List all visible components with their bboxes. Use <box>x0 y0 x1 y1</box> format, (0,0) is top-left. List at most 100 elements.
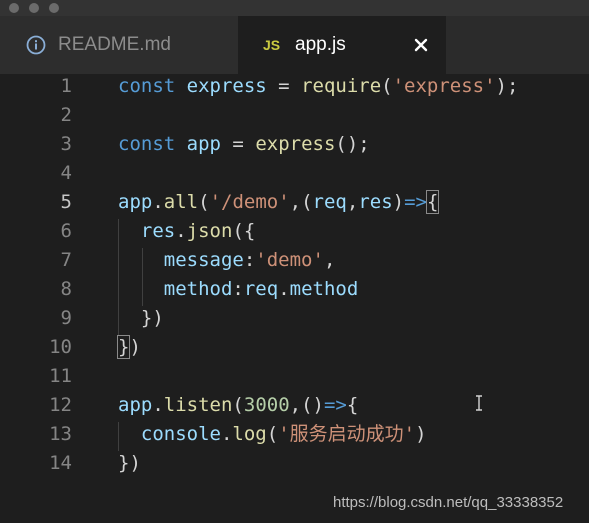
code-token <box>175 75 186 97</box>
code-line[interactable]: const express = require('express'); <box>118 72 518 101</box>
code-line[interactable]: app.all('/demo',(req,res)=>{ <box>118 188 440 217</box>
code-token <box>118 220 141 242</box>
code-token: ) <box>415 423 427 445</box>
code-token: req <box>243 278 279 300</box>
code-token: }) <box>118 452 141 474</box>
code-token: express <box>255 133 336 155</box>
line-number: 14 <box>49 452 72 474</box>
code-token: json <box>186 220 233 242</box>
line-number: 8 <box>60 278 72 300</box>
code-line[interactable]: res.json({ <box>118 217 255 246</box>
line-number: 12 <box>49 394 72 416</box>
code-token: ( <box>381 75 393 97</box>
editor-tab-bar: README.md JS app.js <box>0 16 589 74</box>
code-token: => <box>404 191 427 213</box>
tab-readme[interactable]: README.md <box>0 16 238 74</box>
indent-guide <box>142 248 143 306</box>
code-token: ) <box>129 336 141 358</box>
close-icon[interactable] <box>414 38 428 52</box>
code-token: ,( <box>289 191 313 213</box>
code-token <box>175 133 186 155</box>
line-number: 6 <box>60 220 72 242</box>
line-number: 13 <box>49 423 72 445</box>
code-token: '/demo' <box>209 191 290 213</box>
code-token: . <box>278 278 290 300</box>
code-token <box>118 423 141 445</box>
line-number: 4 <box>60 162 72 184</box>
code-line[interactable]: message:'demo', <box>118 246 336 275</box>
tab-app-js[interactable]: JS app.js <box>238 16 446 74</box>
code-token: ({ <box>232 220 256 242</box>
line-number: 9 <box>60 307 72 329</box>
code-token: { <box>346 394 359 416</box>
info-icon <box>26 35 46 55</box>
code-line[interactable]: }) <box>116 333 141 362</box>
code-token: const <box>118 75 176 97</box>
code-token: }) <box>118 307 164 329</box>
code-token: method <box>289 278 359 300</box>
code-token <box>118 278 164 300</box>
code-token: ( <box>232 394 244 416</box>
code-token: , <box>346 191 359 213</box>
code-line[interactable]: }) <box>118 449 141 478</box>
code-token: ( <box>266 423 279 445</box>
code-token: . <box>220 423 233 445</box>
code-line[interactable]: app.listen(3000,()=>{ <box>118 391 358 420</box>
window-maximize-dot[interactable] <box>49 3 59 13</box>
code-token: , <box>323 249 336 271</box>
code-token: app <box>186 133 221 155</box>
tab-app-js-label: app.js <box>295 34 346 55</box>
code-token <box>118 249 164 271</box>
code-token: app <box>118 191 153 213</box>
line-number: 3 <box>60 133 72 155</box>
code-token: res <box>140 220 176 242</box>
code-token: express <box>186 75 267 97</box>
text-cursor-icon <box>476 395 482 411</box>
line-number: 5 <box>60 191 72 213</box>
code-line[interactable]: const app = express(); <box>118 130 370 159</box>
line-number: 11 <box>49 365 72 387</box>
line-number: 7 <box>60 249 72 271</box>
code-token: (); <box>335 133 370 155</box>
code-token: ); <box>495 75 519 97</box>
window-titlebar <box>0 0 589 16</box>
code-token: ) <box>392 191 405 213</box>
code-token: : <box>232 278 244 300</box>
matching-bracket: { <box>425 190 440 214</box>
watermark-url: https://blog.csdn.net/qq_33338352 <box>333 494 564 511</box>
code-token: . <box>152 394 164 416</box>
code-token: 'express' <box>392 75 496 97</box>
code-token: 'demo' <box>255 249 324 271</box>
code-token: : <box>243 249 256 271</box>
code-token: 3000 <box>243 394 290 416</box>
code-line[interactable]: method:req.method <box>118 275 359 304</box>
code-token: ,() <box>289 394 324 416</box>
matching-bracket: } <box>116 335 131 359</box>
code-token: console <box>140 423 221 445</box>
indent-guide <box>118 219 119 335</box>
code-token: app <box>118 394 153 416</box>
code-token: listen <box>163 394 233 416</box>
code-line[interactable]: console.log('服务启动成功') <box>118 420 427 449</box>
code-token: . <box>175 220 187 242</box>
javascript-file-icon: JS <box>263 37 281 53</box>
window-close-dot[interactable] <box>9 3 19 13</box>
code-token: method <box>163 278 233 300</box>
indent-guide <box>118 422 119 451</box>
window-minimize-dot[interactable] <box>29 3 39 13</box>
code-token: req <box>312 191 347 213</box>
code-line[interactable]: }) <box>118 304 164 333</box>
code-token: '服务启动成功' <box>278 423 416 445</box>
code-token: ( <box>198 191 210 213</box>
code-token: require <box>301 75 382 97</box>
code-token: res <box>358 191 393 213</box>
line-number: 2 <box>60 104 72 126</box>
code-token: const <box>118 133 176 155</box>
code-token: log <box>232 423 267 445</box>
code-token: = <box>266 75 302 97</box>
code-token: message <box>163 249 244 271</box>
code-token: . <box>152 191 164 213</box>
code-token: = <box>220 133 256 155</box>
code-token: all <box>163 191 199 213</box>
